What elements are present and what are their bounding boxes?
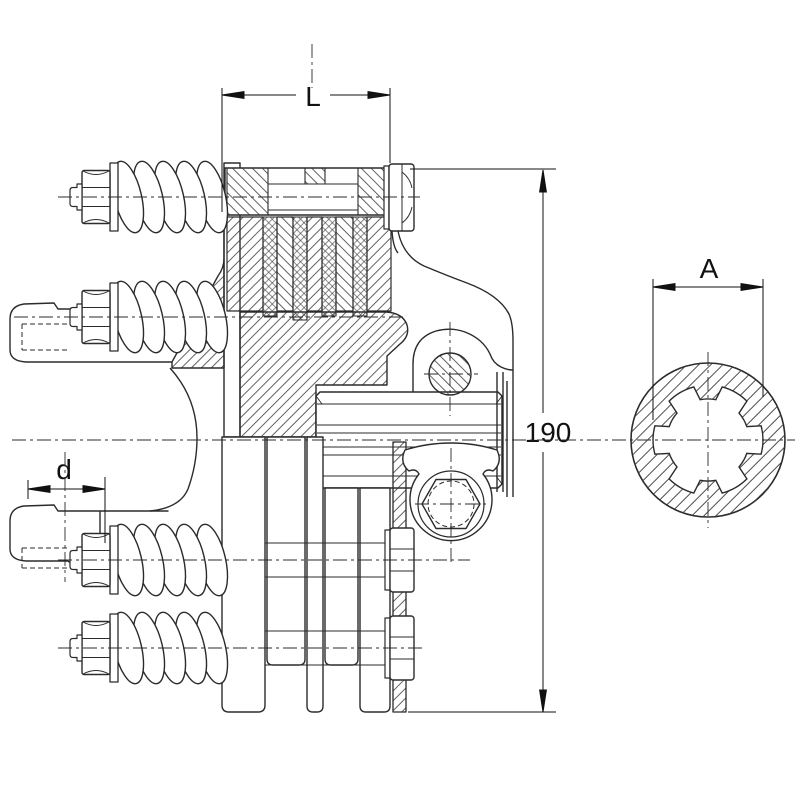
spline-profile: [652, 386, 764, 494]
dimension-d: d: [27, 454, 106, 543]
dimension-label-d: d: [56, 454, 72, 485]
dimension-190: 190: [408, 168, 572, 713]
hidden-bore-lines: [21, 323, 70, 569]
dimension-A: A: [652, 253, 764, 420]
yoke-upper: [391, 230, 514, 497]
dimension-label-190: 190: [525, 417, 572, 448]
friction-pack-section: [226, 216, 392, 321]
friction-lining: [352, 216, 368, 317]
friction-lining: [321, 216, 337, 317]
dimension-L: L: [221, 81, 391, 212]
dimension-label-A: A: [700, 253, 719, 284]
centerlines: [12, 44, 795, 649]
friction-lining: [292, 216, 308, 321]
hub-body-section: [239, 311, 409, 438]
main-section-view: [9, 157, 514, 713]
dimension-label-L: L: [305, 81, 321, 112]
top-plate-and-bolt: [224, 163, 415, 232]
friction-lining: [262, 216, 278, 317]
hex-bolt-head: [388, 163, 415, 232]
yoke-body-profile: [149, 367, 198, 512]
